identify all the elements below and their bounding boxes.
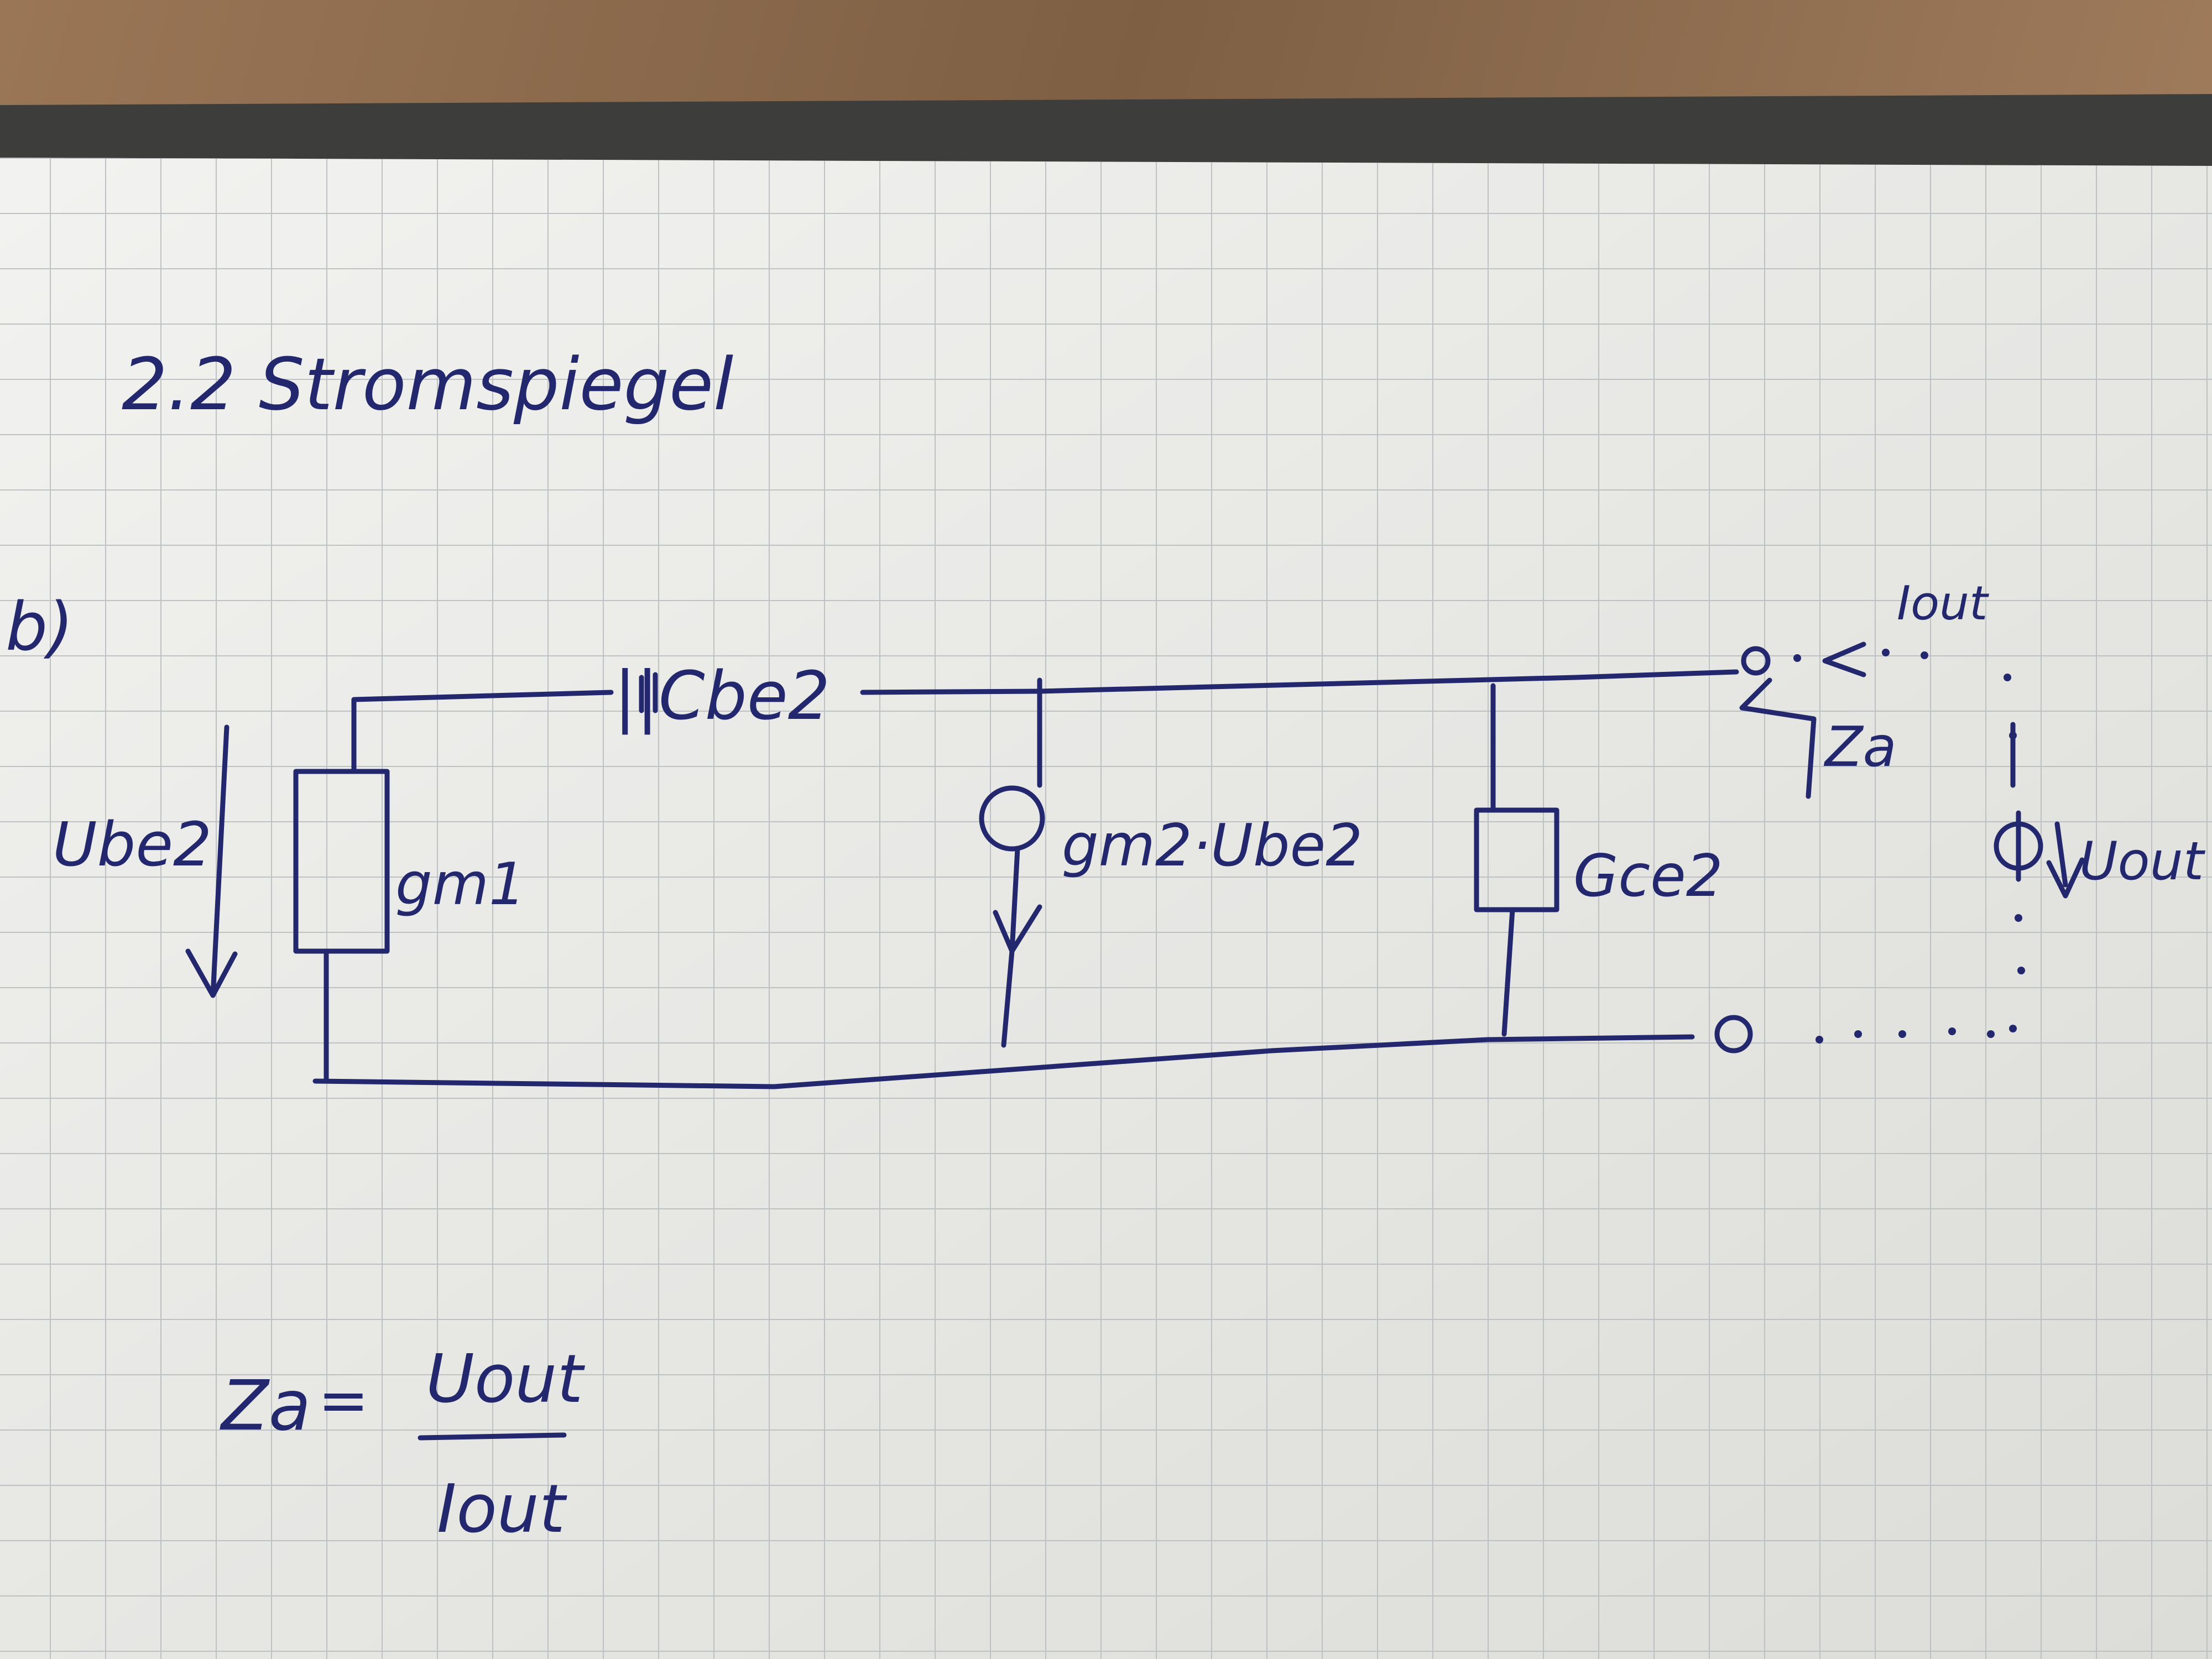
formula-equals: =: [318, 1365, 369, 1436]
ube2-arrow: [185, 724, 238, 998]
iout-arrow: [1822, 641, 1866, 677]
capacitor-cbe2: [639, 672, 658, 713]
formula-denominator: Iout: [437, 1471, 567, 1548]
current-source-gm2: [979, 785, 1045, 852]
wire-bottom: [312, 1034, 1695, 1089]
label-uout: Uout: [2079, 831, 2206, 892]
wire-gm1-top: [351, 690, 614, 774]
resistor-gce2: [1474, 807, 1559, 912]
terminal-top: [1741, 646, 1771, 676]
label-cbe2: ||Cbe2: [614, 658, 830, 735]
formula-lhs: Za: [220, 1366, 311, 1446]
page-heading: 2.2 Stromspiegel: [122, 342, 733, 426]
label-za: Za: [1823, 714, 1897, 779]
subtask-label: b): [6, 589, 74, 666]
fraction-bar: [418, 1432, 567, 1441]
label-gm1: gm1: [395, 851, 526, 918]
paper-grid: [0, 158, 2212, 1659]
source-arrow: [993, 846, 1042, 1048]
label-source: gm2·Ube2: [1062, 812, 1363, 879]
terminal-bottom: [1714, 1015, 1753, 1053]
wire-top: [860, 669, 1739, 695]
label-ube2: Ube2: [53, 809, 212, 880]
resistor-gm1: [293, 769, 390, 954]
label-iout: Iout: [1897, 576, 1989, 631]
formula-numerator: Uout: [426, 1341, 585, 1418]
circuit-diagram: [185, 641, 2085, 1089]
za-bracket: [1739, 677, 1817, 799]
label-gce2: Gce2: [1573, 842, 1723, 910]
test-source-line: [2010, 722, 2021, 882]
uout-arrow: [2046, 821, 2085, 899]
impedance-formula: Za = Uout Iout: [220, 1341, 585, 1548]
wire-gce2-bottom: [1501, 907, 1515, 1037]
